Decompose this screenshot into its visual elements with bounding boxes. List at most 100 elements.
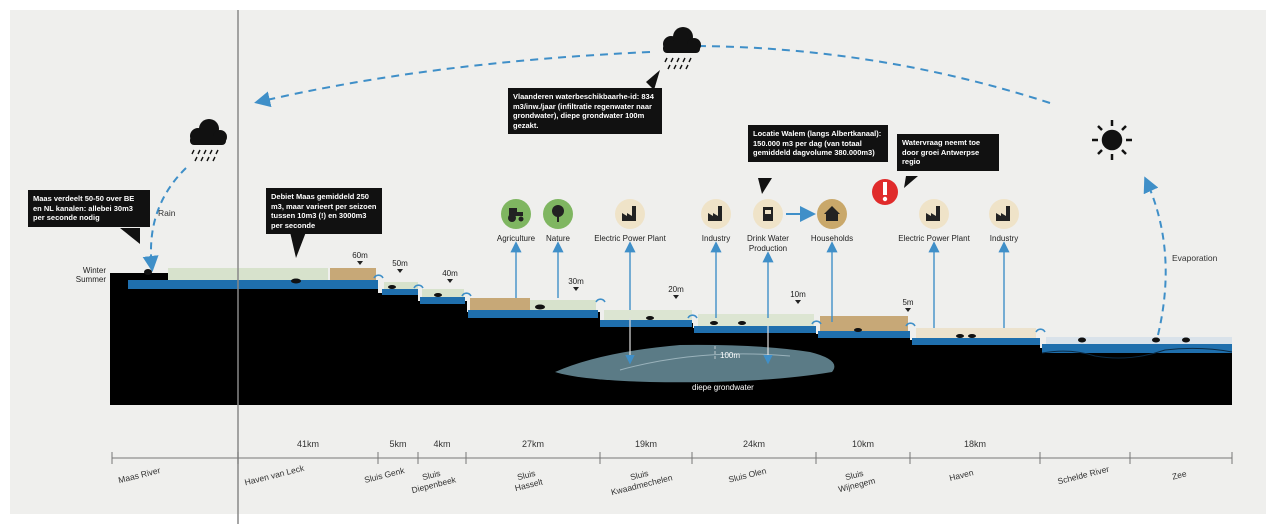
callout-watervraag: Watervraag neemt toe door groei Antwerps… (897, 134, 999, 171)
height-label: 50m (392, 259, 408, 268)
lock-marks (373, 274, 1046, 333)
rain-label: Rain (158, 208, 176, 218)
height-label: 20m (668, 285, 684, 294)
height-label: 5m (902, 298, 913, 307)
distance-label: 19km (635, 439, 657, 449)
water-use-6: Households (811, 199, 853, 322)
svg-text:Haven van Leck: Haven van Leck (243, 463, 305, 488)
water-use-label: Industry (702, 234, 730, 243)
svg-text:SluisWijnegem: SluisWijnegem (835, 466, 877, 495)
factory-icon (919, 199, 949, 229)
cycle-arc-right (699, 45, 1051, 104)
water-uses: Agriculture Nature Electric Power Plant Ind… (497, 199, 1019, 365)
region-label: SluisDiepenbeek (408, 465, 458, 496)
svg-text:SluisHasselt: SluisHasselt (511, 467, 544, 493)
callout-maas: Maas verdeelt 50-50 over BE en NL kanale… (28, 190, 150, 227)
landscape-strip (168, 268, 1232, 344)
tractor-icon (501, 199, 531, 229)
callout-pointer (290, 232, 306, 258)
region-label: Sluis Olen (727, 465, 767, 484)
callout-debiet: Debiet Maas gemiddeld 250 m3, maar varie… (266, 188, 382, 234)
groundwater-label: diepe grondwater (692, 383, 754, 392)
svg-text:SluisKwaadmechelen: SluisKwaadmechelen (608, 463, 674, 498)
distance-label: 4km (433, 439, 450, 449)
cycle-arc-left (254, 51, 651, 108)
summer-label: Summer (76, 275, 107, 284)
distance-label: 27km (522, 439, 544, 449)
water-use-3: Electric Power Plant (594, 199, 667, 310)
height-marker-icon (357, 261, 363, 265)
water-use-7: Electric Power Plant (898, 199, 971, 328)
cloud-rain-icon (190, 119, 227, 162)
region-label: Schelde River (1056, 464, 1110, 487)
tree-icon (543, 199, 573, 229)
distance-label: 24km (743, 439, 765, 449)
water-use-label: Households (811, 234, 853, 243)
water-use-1: Agriculture (497, 199, 536, 298)
height-marker-icon (397, 269, 403, 273)
callout-pointer (758, 178, 772, 194)
height-label: 30m (568, 277, 584, 286)
water-plant-icon (753, 199, 783, 229)
factory-icon (615, 199, 645, 229)
callout-vlaanderen: Vlaanderen waterbeschikbaarhe-id: 834 m3… (508, 88, 662, 134)
water-use-label: Nature (546, 234, 571, 243)
region-label: Maas River (117, 465, 161, 485)
water-use-8: Industry (989, 199, 1019, 328)
canal-water (128, 280, 1233, 359)
height-marker-icon (795, 300, 801, 304)
height-label: 40m (442, 269, 458, 278)
winter-label: Winter (83, 266, 106, 275)
sun-icon (1092, 120, 1132, 160)
evaporation-label: Evaporation (1172, 253, 1218, 263)
water-use-label: Electric Power Plant (594, 234, 666, 243)
height-marker-icon (673, 295, 679, 299)
ground-profile (110, 273, 1232, 405)
distance-label: 18km (964, 439, 986, 449)
water-use-label: Industry (990, 234, 1018, 243)
water-use-4: Industry (701, 199, 731, 318)
distance-label: 5km (389, 439, 406, 449)
distance-label: 41km (297, 439, 319, 449)
alert-icon (872, 179, 898, 205)
region-label: Haven van Leck (243, 463, 305, 488)
region-label: SluisWijnegem (835, 466, 877, 495)
distance-label: 10km (852, 439, 874, 449)
callout-walem: Locatie Walem (langs Albertkanaal): 150.… (748, 125, 888, 162)
height-markers: 60m 50m 40m 30m 20m 10m 5m (352, 251, 914, 312)
svg-text:Zee: Zee (1171, 468, 1188, 481)
region-label: Sluis Genk (363, 465, 406, 485)
region-label: Zee (1171, 468, 1188, 481)
groundwater-depth: 100m (720, 351, 740, 360)
svg-text:SluisDiepenbeek: SluisDiepenbeek (408, 465, 458, 496)
water-use-2: Nature (543, 199, 573, 298)
svg-text:Haven: Haven (948, 467, 975, 483)
factory-icon (701, 199, 731, 229)
cloud-rain-icon (663, 27, 701, 70)
house-icon (817, 199, 847, 229)
region-label: SluisHasselt (511, 467, 545, 493)
height-marker-icon (447, 279, 453, 283)
callout-pointer (646, 70, 660, 90)
svg-text:Sluis Olen: Sluis Olen (727, 465, 767, 484)
svg-text:Sluis Genk: Sluis Genk (363, 465, 406, 485)
height-marker-icon (905, 308, 911, 312)
region-label: SluisKwaadmechelen (608, 463, 674, 498)
rain-arrow (142, 167, 187, 272)
height-label: 10m (790, 290, 806, 299)
height-label: 60m (352, 251, 368, 260)
evaporation-arrow (1143, 176, 1167, 336)
svg-text:Maas River: Maas River (117, 465, 161, 485)
region-label: Haven (948, 467, 975, 483)
water-use-label: Electric Power Plant (898, 234, 970, 243)
callout-pointer (120, 228, 140, 244)
height-marker-icon (573, 287, 579, 291)
factory-icon (989, 199, 1019, 229)
callout-pointer (904, 176, 918, 188)
svg-text:Schelde River: Schelde River (1056, 464, 1110, 487)
boats (144, 269, 1190, 343)
